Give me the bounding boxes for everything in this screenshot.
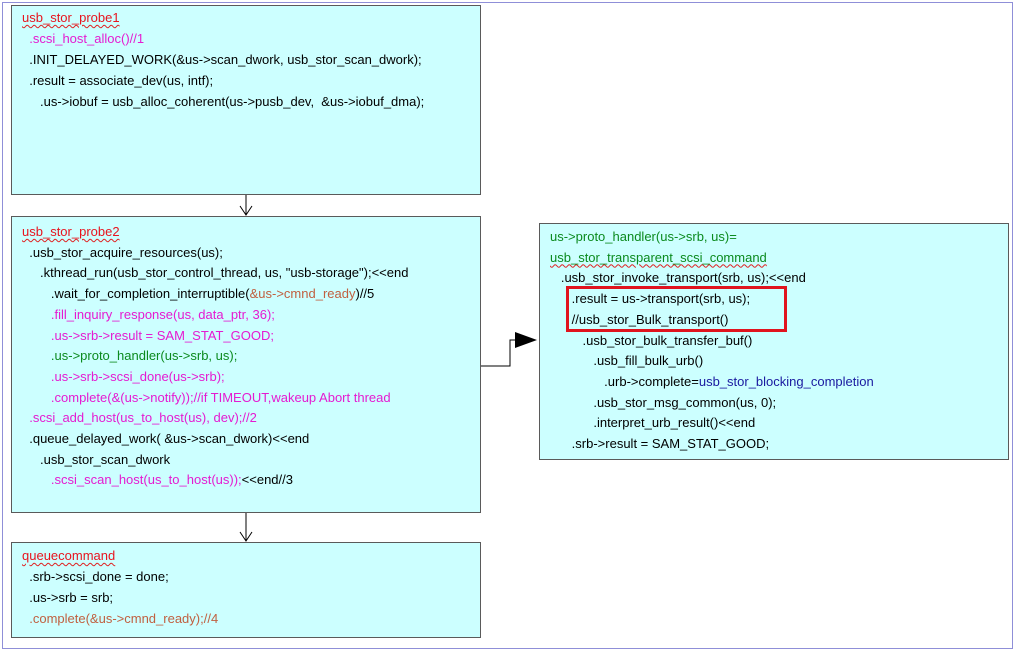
- probe2-line-1-segment-1: usb_stor_probe2: [22, 224, 120, 239]
- transport-line-1-segment-1: us->proto_handler(us->srb, us)=: [550, 229, 737, 244]
- probe2-line-11: .queue_delayed_work( &us->scan_dwork)<<e…: [22, 431, 309, 447]
- probe2-line-3: .kthread_run(usb_stor_control_thread, us…: [22, 265, 408, 281]
- transport-highlight-rectangle: [566, 286, 787, 332]
- probe2-line-13-segment-1: .scsi_scan_host(us_to_host(us));: [22, 472, 242, 488]
- probe2-line-12-segment-1: .usb_stor_scan_dwork: [22, 451, 171, 467]
- probe2-line-5: .fill_inquiry_response(us, data_ptr, 36)…: [22, 307, 275, 323]
- transport-line-9: .usb_stor_msg_common(us, 0);: [550, 395, 776, 411]
- transport-line-1: us->proto_handler(us->srb, us)=: [550, 229, 737, 245]
- probe2-line-10: .scsi_add_host(us_to_host(us), dev);//2: [22, 410, 257, 426]
- probe2-line-4-segment-2: &us->cmnd_ready: [249, 286, 356, 302]
- transport-line-9-segment-1: .usb_stor_msg_common(us, 0);: [550, 394, 777, 410]
- queuecommand-line-1: queuecommand: [22, 548, 115, 564]
- transport-line-11: .srb->result = SAM_STAT_GOOD;: [550, 436, 769, 452]
- probe2-line-8-segment-1: .us->srb->scsi_done(us->srb);: [22, 368, 225, 384]
- transport-line-7-segment-1: .usb_fill_bulk_urb(): [550, 353, 704, 369]
- transport-line-10: .interpret_urb_result()<<end: [550, 415, 755, 431]
- queuecommand-line-3: .us->srb = srb;: [22, 590, 113, 606]
- queuecommand-line-4-segment-1: .complete(&us->cmnd_ready);//4: [22, 611, 219, 626]
- probe1-line-2-segment-1: .scsi_host_alloc()//1: [22, 31, 145, 46]
- transport-line-11-segment-1: .srb->result = SAM_STAT_GOOD;: [550, 436, 770, 451]
- queuecommand-line-3-segment-1: .us->srb = srb;: [22, 590, 114, 605]
- probe2-line-10-segment-1: .scsi_add_host(us_to_host(us), dev);//2: [22, 410, 257, 426]
- transport-line-8: .urb->complete=usb_stor_blocking_complet…: [550, 374, 874, 390]
- usb-stor-probe1-box: [11, 5, 481, 195]
- probe2-line-4-segment-1: .wait_for_completion_interruptible(: [22, 286, 250, 302]
- probe2-line-1: usb_stor_probe2: [22, 224, 120, 240]
- arrowhead-probe2-to-queuecommand: [239, 531, 253, 542]
- probe2-line-11-segment-1: .queue_delayed_work( &us->scan_dwork)<<e…: [22, 431, 310, 446]
- probe2-line-7: .us->proto_handler(us->srb, us);: [22, 348, 237, 364]
- probe1-line-5-segment-1: .us->iobuf = usb_alloc_coherent(us->pusb…: [22, 94, 425, 109]
- probe2-line-6: .us->srb->result = SAM_STAT_GOOD;: [22, 328, 274, 344]
- probe1-line-4: .result = associate_dev(us, intf);: [22, 73, 213, 89]
- transport-line-8-segment-2: usb_stor_blocking_completion: [698, 373, 874, 389]
- probe2-line-9-segment-1: .complete(&(us->notify));//if TIMEOUT,wa…: [22, 389, 391, 405]
- probe2-line-3-segment-1: .kthread_run(usb_stor_control_thread, us…: [22, 265, 409, 281]
- transport-line-5-segment-1: //usb_stor_Bulk_transport(): [550, 311, 729, 327]
- probe1-line-2: .scsi_host_alloc()//1: [22, 31, 144, 47]
- transport-line-5: //usb_stor_Bulk_transport(): [550, 311, 729, 328]
- arrowhead-probe1-to-probe2: [239, 205, 253, 216]
- transport-line-10-segment-1: .interpret_urb_result()<<end: [550, 415, 756, 431]
- queuecommand-line-4: .complete(&us->cmnd_ready);//4: [22, 611, 218, 627]
- transport-line-2-segment-1: usb_stor_transparent_scsi_command: [550, 249, 767, 265]
- queuecommand-line-1-segment-1: queuecommand: [22, 548, 116, 563]
- queuecommand-line-2-segment-1: .srb->scsi_done = done;: [22, 569, 169, 584]
- transport-line-4: .result = us->transport(srb, us);: [550, 291, 750, 307]
- transport-line-3: .usb_stor_invoke_transport(srb, us);<<en…: [550, 270, 806, 286]
- queuecommand-line-2: .srb->scsi_done = done;: [22, 569, 169, 585]
- probe2-line-8: .us->srb->scsi_done(us->srb);: [22, 369, 225, 385]
- probe2-line-12: .usb_stor_scan_dwork: [22, 452, 170, 468]
- transport-line-2: usb_stor_transparent_scsi_command: [550, 250, 767, 266]
- transport-line-4-segment-1: .result = us->transport(srb, us);: [550, 291, 751, 307]
- probe1-line-3-segment-1: .INIT_DELAYED_WORK(&us->scan_dwork, usb_…: [22, 52, 422, 67]
- probe2-line-2: .usb_stor_acquire_resources(us);: [22, 245, 223, 261]
- transport-line-6-segment-1: .usb_stor_bulk_transfer_buf(): [550, 332, 753, 348]
- probe1-line-3: .INIT_DELAYED_WORK(&us->scan_dwork, usb_…: [22, 52, 422, 68]
- queuecommand-box: [11, 542, 481, 638]
- transport-line-8-segment-1: .urb->complete=: [550, 373, 699, 389]
- arrowhead-probe2-to-transport: [515, 332, 537, 348]
- probe2-line-7-segment-1: .us->proto_handler(us->srb, us);: [22, 348, 238, 364]
- probe2-line-2-segment-1: .usb_stor_acquire_resources(us);: [22, 244, 223, 260]
- proto-handler-transport-box: [539, 223, 1009, 460]
- probe2-line-9: .complete(&(us->notify));//if TIMEOUT,wa…: [22, 390, 391, 406]
- transport-line-6: .usb_stor_bulk_transfer_buf(): [550, 332, 753, 349]
- probe1-line-1: usb_stor_probe1: [22, 10, 120, 26]
- probe1-line-1-segment-1: usb_stor_probe1: [22, 10, 120, 25]
- transport-line-7: .usb_fill_bulk_urb(): [550, 353, 703, 369]
- probe2-line-4-segment-3: )//5: [355, 286, 375, 302]
- usb-stor-probe2-box: [11, 216, 481, 513]
- probe2-line-4: .wait_for_completion_interruptible(&us->…: [22, 286, 374, 302]
- probe1-line-5: .us->iobuf = usb_alloc_coherent(us->pusb…: [22, 94, 424, 110]
- probe2-line-13: .scsi_scan_host(us_to_host(us));<<end//3: [22, 472, 293, 488]
- probe2-line-13-segment-2: <<end//3: [241, 472, 293, 488]
- transport-line-3-segment-1: .usb_stor_invoke_transport(srb, us);<<en…: [550, 270, 806, 286]
- probe1-line-4-segment-1: .result = associate_dev(us, intf);: [22, 73, 214, 88]
- probe2-line-5-segment-1: .fill_inquiry_response(us, data_ptr, 36)…: [22, 306, 275, 322]
- probe2-line-6-segment-1: .us->srb->result = SAM_STAT_GOOD;: [22, 327, 275, 343]
